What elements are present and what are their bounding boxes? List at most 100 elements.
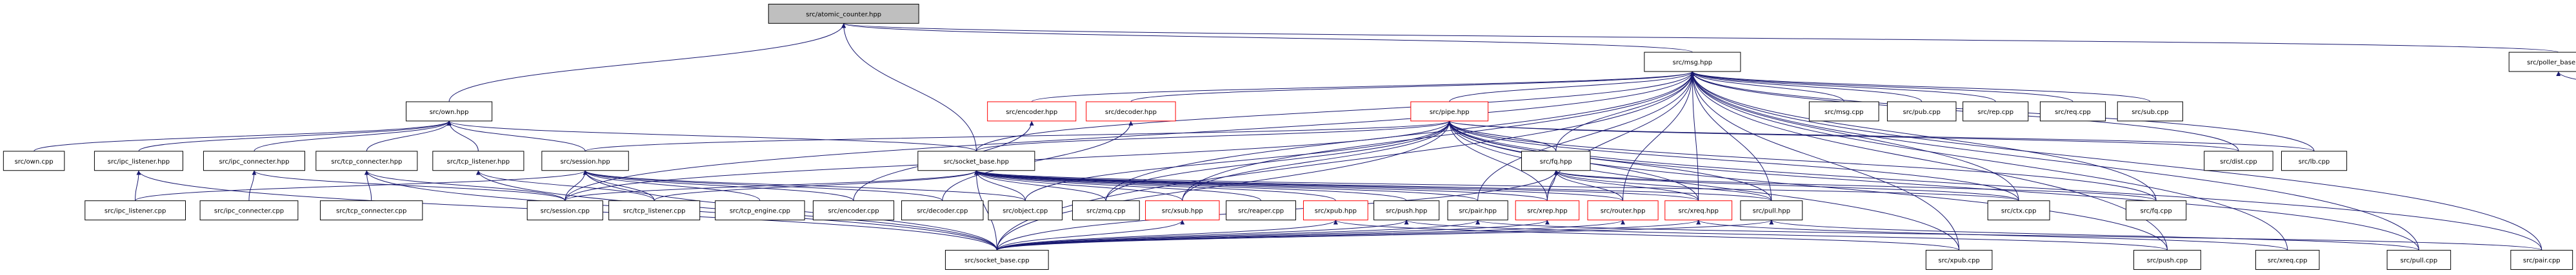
- edge-fq_cpp-to-msg: [1690, 71, 2157, 201]
- node-box[interactable]: [2386, 250, 2451, 270]
- node-box[interactable]: [1925, 250, 1993, 270]
- node-own[interactable]: src/own.hpp: [406, 101, 493, 122]
- node-encoder[interactable]: src/encoder.hpp: [987, 101, 1077, 122]
- node-msg-cpp[interactable]: src/msg.cpp: [1808, 101, 1879, 122]
- node-box[interactable]: [1808, 101, 1879, 122]
- node-push[interactable]: src/push.hpp: [1373, 200, 1440, 221]
- node-box[interactable]: [2281, 151, 2348, 171]
- node-socket-base-cpp[interactable]: src/socket_base.cpp: [944, 250, 1049, 270]
- node-box[interactable]: [768, 3, 919, 24]
- node-box[interactable]: [1740, 200, 1803, 221]
- node-box[interactable]: [1587, 200, 1659, 221]
- node-box[interactable]: [432, 151, 524, 171]
- node-xreq[interactable]: src/xreq.hpp: [1664, 200, 1733, 221]
- node-box[interactable]: [1521, 151, 1591, 171]
- node-box[interactable]: [203, 151, 306, 171]
- node-box[interactable]: [2204, 151, 2273, 171]
- node-sub-cpp[interactable]: src/sub.cpp: [2117, 101, 2183, 122]
- node-box[interactable]: [1987, 200, 2050, 221]
- node-tcp-connecter[interactable]: src/tcp_connecter.hpp: [315, 151, 418, 171]
- node-box[interactable]: [2255, 250, 2320, 270]
- node-box[interactable]: [1664, 200, 1733, 221]
- node-box[interactable]: [2510, 250, 2573, 270]
- node-pub-cpp[interactable]: src/pub.cpp: [1887, 101, 1957, 122]
- node-rep-cpp[interactable]: src/rep.cpp: [1962, 101, 2029, 122]
- node-box[interactable]: [1447, 200, 1508, 221]
- edge-line: [446, 120, 586, 152]
- node-box[interactable]: [1373, 200, 1440, 221]
- node-box[interactable]: [987, 101, 1077, 122]
- node-box[interactable]: [2133, 250, 2201, 270]
- node-req-cpp[interactable]: src/req.cpp: [2039, 101, 2106, 122]
- node-pipe[interactable]: src/pipe.hpp: [1410, 101, 1489, 122]
- node-box[interactable]: [944, 250, 1049, 270]
- node-box[interactable]: [715, 200, 805, 221]
- node-box[interactable]: [199, 200, 299, 221]
- node-box[interactable]: [526, 200, 603, 221]
- node-tcp-engine-cpp[interactable]: src/tcp_engine.cpp: [715, 200, 805, 221]
- node-box[interactable]: [319, 200, 423, 221]
- node-box[interactable]: [2126, 200, 2187, 221]
- node-tcp-listener-cpp[interactable]: src/tcp_listener.cpp: [608, 200, 701, 221]
- node-session[interactable]: src/session.hpp: [541, 151, 629, 171]
- node-poller-base[interactable]: src/poller_base.hpp: [2508, 52, 2576, 72]
- node-push-cpp[interactable]: src/push.cpp: [2133, 250, 2201, 270]
- node-tcp-listener[interactable]: src/tcp_listener.hpp: [432, 151, 524, 171]
- node-decoder-cpp[interactable]: src/decoder.cpp: [901, 200, 984, 221]
- node-box[interactable]: [1303, 200, 1368, 221]
- node-box[interactable]: [901, 200, 984, 221]
- node-box[interactable]: [1887, 101, 1957, 122]
- node-box[interactable]: [1515, 200, 1580, 221]
- node-box[interactable]: [1962, 101, 2029, 122]
- node-fq-cpp[interactable]: src/fq.cpp: [2126, 200, 2187, 221]
- node-own-cpp[interactable]: src/own.cpp: [3, 151, 65, 171]
- node-box[interactable]: [1145, 200, 1220, 221]
- node-ipc-connecter[interactable]: src/ipc_connecter.hpp: [203, 151, 306, 171]
- node-box[interactable]: [988, 200, 1063, 221]
- node-xsub[interactable]: src/xsub.hpp: [1145, 200, 1220, 221]
- node-ctx-cpp[interactable]: src/ctx.cpp: [1987, 200, 2050, 221]
- node-dist-cpp[interactable]: src/dist.cpp: [2204, 151, 2273, 171]
- node-lb-cpp[interactable]: src/lb.cpp: [2281, 151, 2348, 171]
- node-box[interactable]: [315, 151, 418, 171]
- node-box[interactable]: [1226, 200, 1296, 221]
- node-pair[interactable]: src/pair.hpp: [1447, 200, 1508, 221]
- node-box[interactable]: [917, 151, 1035, 171]
- node-box[interactable]: [3, 151, 65, 171]
- node-xpub[interactable]: src/xpub.hpp: [1303, 200, 1368, 221]
- node-object-cpp[interactable]: src/object.cpp: [988, 200, 1063, 221]
- node-msg[interactable]: src/msg.hpp: [1644, 52, 1741, 72]
- node-xpub-cpp[interactable]: src/xpub.cpp: [1925, 250, 1993, 270]
- node-xreq-cpp[interactable]: src/xreq.cpp: [2255, 250, 2320, 270]
- node-box[interactable]: [85, 200, 186, 221]
- node-box[interactable]: [608, 200, 701, 221]
- node-box[interactable]: [541, 151, 629, 171]
- node-encoder-cpp[interactable]: src/encoder.cpp: [812, 200, 895, 221]
- node-pull[interactable]: src/pull.hpp: [1740, 200, 1803, 221]
- node-box[interactable]: [406, 101, 493, 122]
- node-decoder[interactable]: src/decoder.hpp: [1086, 101, 1176, 122]
- node-router[interactable]: src/router.hpp: [1587, 200, 1659, 221]
- node-box[interactable]: [2508, 52, 2576, 72]
- node-box[interactable]: [1072, 200, 1140, 221]
- node-box[interactable]: [2117, 101, 2183, 122]
- node-xrep[interactable]: src/xrep.hpp: [1515, 200, 1580, 221]
- node-socket-base[interactable]: src/socket_base.hpp: [917, 151, 1035, 171]
- node-atomic-counter[interactable]: src/atomic_counter.hpp: [768, 3, 919, 24]
- node-fq[interactable]: src/fq.hpp: [1521, 151, 1591, 171]
- node-pull-cpp[interactable]: src/pull.cpp: [2386, 250, 2451, 270]
- node-ipc-listener[interactable]: src/ipc_listener.hpp: [94, 151, 184, 171]
- node-session-cpp[interactable]: src/session.cpp: [526, 200, 603, 221]
- node-ipc-connecter-cpp[interactable]: src/ipc_connecter.cpp: [199, 200, 299, 221]
- node-pair-cpp[interactable]: src/pair.cpp: [2510, 250, 2573, 270]
- node-reaper-cpp[interactable]: src/reaper.cpp: [1226, 200, 1296, 221]
- node-box[interactable]: [94, 151, 184, 171]
- node-box[interactable]: [1644, 52, 1741, 72]
- node-box[interactable]: [812, 200, 895, 221]
- node-box[interactable]: [1086, 101, 1176, 122]
- node-tcp-connecter-cpp[interactable]: src/tcp_connecter.cpp: [319, 200, 423, 221]
- node-ipc-listener-cpp[interactable]: src/ipc_listener.cpp: [85, 200, 186, 221]
- node-box[interactable]: [1410, 101, 1489, 122]
- node-box[interactable]: [2039, 101, 2106, 122]
- node-zmq-cpp[interactable]: src/zmq.cpp: [1072, 200, 1140, 221]
